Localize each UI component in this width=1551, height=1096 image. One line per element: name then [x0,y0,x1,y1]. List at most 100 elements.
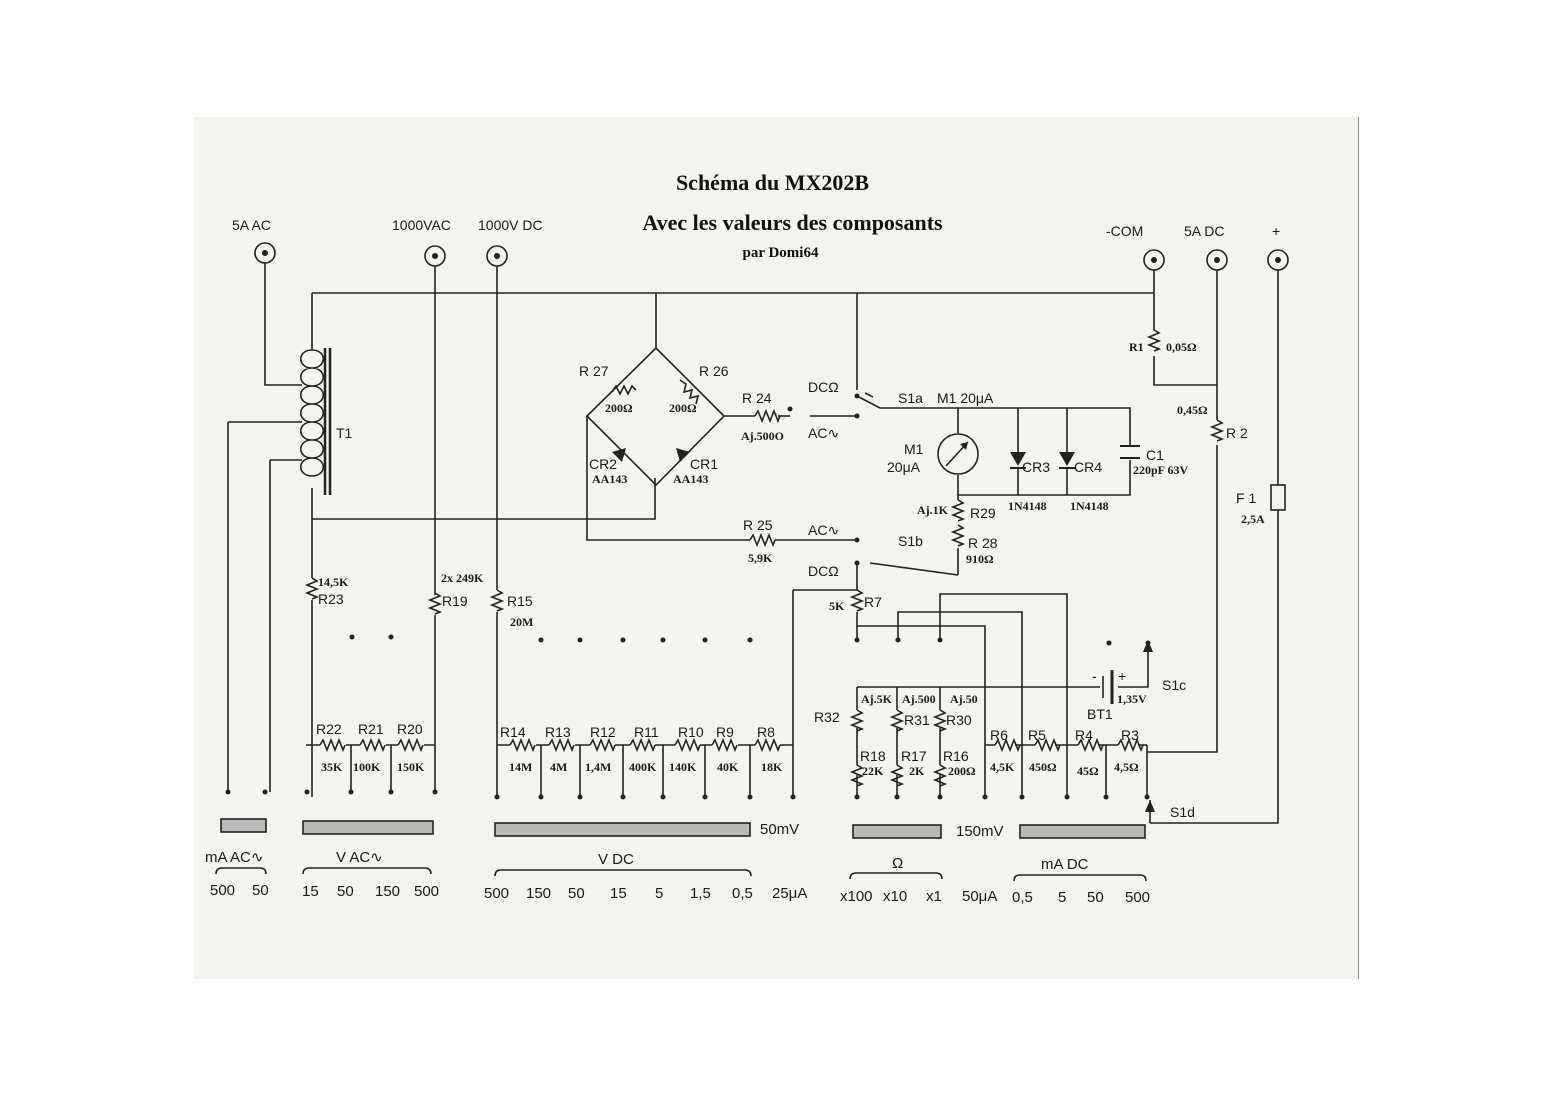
value-r30: Aj.50 [950,692,978,706]
scale-150mv: 150mV [956,823,1004,840]
scale-ma-ac: mA AC∿ [205,849,263,866]
value-r10: 140K [669,760,697,774]
ma-dc-value: 500 [1125,889,1150,906]
value-r17: 2K [909,764,925,778]
scale-v-dc: V DC [598,851,634,868]
label-f1: F 1 [1236,490,1256,506]
value-r11: 400K [629,760,657,774]
scale-labels: mA AC∿ V AC∿ V DC Ω mA DC 50mV 150mV 500… [205,821,1150,906]
jack-plus [1267,249,1289,271]
label-r14: R14 [500,724,526,740]
diode-symbols [612,448,1075,469]
value-f1: 2,5A [1241,512,1265,526]
label-r28: R 28 [968,535,998,551]
ma-dc-value: 5 [1058,889,1066,906]
value-r19: 2x 249K [441,571,484,585]
value-cr4: 1N4148 [1070,499,1109,513]
v-ac-value: 150 [375,883,400,900]
label-m1-top: M1 20μA [937,390,994,406]
transformer-t1 [299,348,332,495]
value-r3: 4,5Ω [1114,760,1139,774]
label-s1c: S1c [1162,677,1186,693]
scale-ma-dc: mA DC [1041,856,1089,873]
value-m1: 20μA [887,459,921,475]
value-r6: 4,5K [990,760,1015,774]
jack-5a-dc [1206,249,1228,271]
label-r32: R32 [814,709,840,725]
label-r7: R7 [864,594,882,610]
v-dc-value: 25μA [772,885,807,902]
label-r5: R5 [1028,727,1046,743]
label-r2: R 2 [1226,425,1248,441]
author-credit: par Domi64 [742,245,819,261]
value-r23: 14,5K [318,575,349,589]
label-t1: T1 [336,425,353,441]
label-cr2: CR2 [589,456,617,472]
value-r8: 18K [761,760,783,774]
label-r24: R 24 [742,390,772,406]
schematic-sheet [194,117,1359,979]
label-r3: R3 [1121,727,1139,743]
v-dc-value: 1,5 [690,885,711,902]
label-5a-ac: 5A AC [232,217,271,233]
label-ac-2: AC∿ [808,522,839,538]
value-r29: Aj.1K [917,503,949,517]
value-r12: 1,4M [585,760,611,774]
ma-ac-value: 50 [252,882,269,899]
v-dc-value: 0,5 [732,885,753,902]
ma-ac-value: 500 [210,882,235,899]
ohm-value: x10 [883,888,907,905]
value-r25: 5,9K [748,551,773,565]
label-battery-minus: - [1092,668,1097,684]
label-r26: R 26 [699,363,729,379]
label-r18: R18 [860,748,886,764]
label-battery-plus: + [1118,668,1126,684]
value-r5: 450Ω [1029,760,1057,774]
label-r31: R31 [904,712,930,728]
label-cr4: CR4 [1074,459,1102,475]
value-r15: 20M [510,615,533,629]
jack-1000v-dc [486,245,508,267]
label-com: -COM [1106,223,1143,239]
value-r14: 14M [509,760,532,774]
label-r8: R8 [757,724,775,740]
label-s1d: S1d [1170,804,1195,820]
label-r10: R10 [678,724,704,740]
v-dc-value: 15 [610,885,627,902]
selector-bars [220,818,1146,839]
scale-50ua: 50μA [962,888,997,905]
value-cr2: AA143 [592,472,627,486]
battery-bt1 [1102,670,1114,704]
value-r18: 22K [862,764,884,778]
v-dc-value: 500 [484,885,509,902]
value-r2: 0,45Ω [1177,403,1208,417]
value-cr1: AA143 [673,472,708,486]
value-r4: 45Ω [1077,764,1099,778]
label-1000v-ac: 1000VAC [392,217,451,233]
value-r20: 150K [397,760,425,774]
jack-1000v-ac [424,245,446,267]
label-m1: M1 [904,441,924,457]
label-cr3: CR3 [1022,459,1050,475]
label-r13: R13 [545,724,571,740]
value-r24: Aj.500O [741,429,784,443]
label-r4: R4 [1075,727,1093,743]
v-dc-value: 150 [526,885,551,902]
page-title: Schéma du MX202B [675,170,870,195]
component-labels: T1 R 27 200Ω R 26 200Ω R 24 Aj.500O CR2 … [316,340,1265,820]
scale-ohm: Ω [892,855,903,872]
label-5a-dc: 5A DC [1184,223,1224,239]
label-r12: R12 [590,724,616,740]
ma-dc-value: 50 [1087,889,1104,906]
switch-contacts [225,392,1155,812]
label-r23: R23 [318,591,344,607]
label-plus: + [1272,223,1280,239]
page-subtitle: Avec les valeurs des composants [642,210,943,235]
v-ac-value: 15 [302,883,319,900]
label-r15: R15 [507,593,533,609]
label-r25: R 25 [743,517,773,533]
jack-5a-ac [254,242,276,264]
label-r30: R30 [946,712,972,728]
ohm-value: x100 [840,888,873,905]
label-dc-ohm-1: DCΩ [808,379,839,395]
